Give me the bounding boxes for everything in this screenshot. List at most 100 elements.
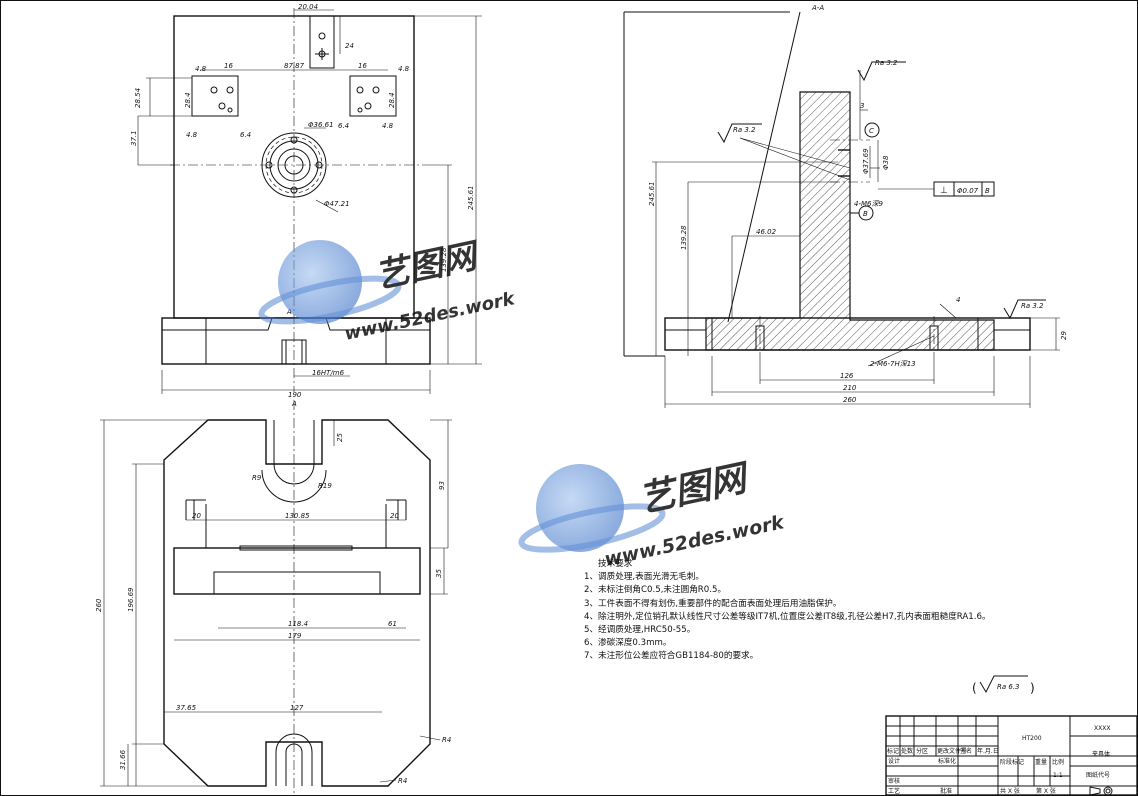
ra-left: Ra 3.2 [733, 126, 756, 134]
notes-item: 4、除注明外,定位销孔默认线性尺寸公差等级IT7机,位置度公差IT8级,孔径公差… [584, 611, 991, 622]
dim-h-mid: 35 [435, 569, 443, 578]
section-label: A-A [811, 4, 824, 12]
dim-radius-b: R4 [398, 777, 407, 785]
section-mark-front: A [286, 308, 292, 316]
dim-right-hole: 6.4 [338, 122, 349, 130]
dim-mid-height: 139.28 [440, 247, 448, 272]
dim-left-offset: 4.8 [195, 65, 207, 73]
dim-w-base: 179 [288, 632, 302, 640]
tb-std: 标准化 [938, 757, 956, 765]
dim-right-low: 4.8 [382, 122, 394, 130]
ra-right: Ra 3.2 [1021, 302, 1044, 310]
tb-name: 夹具体 [1092, 750, 1110, 758]
plan-view: A 25 R9 R19 93 20 130.85 20 35 260 196.6… [95, 400, 452, 796]
tb-zone: 分区 [916, 747, 928, 755]
watermark-brand: 艺图网 [372, 235, 485, 296]
label-3: 3 [860, 102, 864, 110]
dim-d1: Φ37.69 [862, 148, 870, 174]
globe-logo-icon [518, 464, 666, 553]
dim-left-square: 16 [224, 62, 233, 70]
dim-r2: R19 [318, 482, 332, 490]
dim-outer-diameter: Φ47.21 [324, 200, 350, 208]
dim-left-hole: 6.4 [240, 131, 251, 139]
ra-top: Ra 3.2 [875, 59, 898, 67]
tb-weight: 重量 [1035, 758, 1047, 766]
technical-requirements: 技术要求 1、调质处理,表面光滑无毛刺。 2、未标注倒角C0.5,未注圆角R0.5… [584, 558, 991, 664]
dim-right-square: 16 [358, 62, 367, 70]
dim-w-in1: 20 [192, 512, 201, 520]
section-mark-plan: A [291, 400, 297, 408]
tb-sign: 签名 [960, 747, 972, 755]
dim-offset: 46.02 [756, 228, 777, 236]
tb-sheet-no: 第 X 张 [1036, 787, 1056, 795]
gdt-value: Φ0.07 [957, 187, 979, 195]
dim-left-depth: 28.54 [134, 88, 142, 108]
dim-top-height: 24 [345, 42, 354, 50]
dim-radius-a: R4 [442, 736, 451, 744]
watermark-top: 艺图网 www.52des.work [258, 235, 517, 345]
dim-w-low2: 61 [388, 620, 397, 628]
dim-h-bot: 31.66 [119, 749, 127, 770]
notes-item: 2、未标注倒角C0.5,未注圆角R0.5。 [584, 585, 727, 596]
projection-symbol-icon [1089, 786, 1113, 796]
dim-right-offset: 4.8 [398, 65, 410, 73]
dim-slot-height: 25 [336, 433, 344, 442]
tb-change-doc: 更改文件号 [937, 747, 967, 755]
dim-fit: 16HT/m6 [312, 369, 345, 377]
dim-r1: R9 [252, 474, 262, 482]
dim-left-low: 4.8 [186, 131, 198, 139]
tb-drawing-no-label: 图纸代号 [1086, 771, 1110, 779]
tb-count: 处数 [901, 747, 913, 755]
tb-design: 设计 [888, 757, 900, 765]
gdt-ref: B [985, 187, 990, 195]
dim-total-height: 245.61 [467, 186, 475, 211]
plan-outline [163, 419, 431, 787]
datum-b: B [863, 210, 868, 218]
bolt-spec: 2-M6-7H深13 [870, 360, 916, 368]
dim-w-in2: 20 [390, 512, 399, 520]
dim-bore-diameter: Φ36.61 [308, 121, 334, 129]
watermark-bottom: 艺图网 www.52des.work [518, 457, 787, 571]
notes-item: 7、未注形位公差应符合GB1184-80的要求。 [584, 651, 759, 662]
notes-item: 5、经调质处理,HRC50-55。 [584, 625, 696, 636]
globe-logo-icon [258, 240, 402, 325]
title-block: HT200 XXXX 夹具体 1:1 图纸代号 标记 处数 分区 更改文件号 签… [885, 715, 1138, 796]
dim-h2: 196.69 [127, 587, 135, 612]
dim-base-height: 29 [1060, 331, 1068, 340]
tb-scale: 1:1 [1053, 772, 1063, 779]
tb-sheets-total: 共 X 张 [1000, 787, 1020, 795]
tb-craft: 工艺 [888, 787, 900, 795]
label-4: 4 [956, 296, 960, 304]
tb-review: 审核 [888, 777, 900, 785]
notes-item: 1、调质处理,表面光滑无毛刺。 [584, 572, 704, 583]
dim-side-mid-height: 139.28 [680, 225, 688, 250]
notes-item: 6、渗碳深度0.3mm。 [584, 638, 672, 649]
dim-d2: Φ38 [882, 155, 890, 170]
dim-span: 87.87 [284, 62, 305, 70]
dim-width: 190 [288, 391, 302, 399]
notes-title: 技术要求 [598, 559, 633, 569]
tb-ratio: 比例 [1052, 758, 1064, 766]
tb-date: 年.月.日 [977, 747, 999, 755]
dim-side-total-height: 245.61 [648, 182, 656, 207]
dim-vertical-left: 37.1 [130, 130, 138, 146]
notes-list: 1、调质处理,表面光滑无毛刺。2、未标注倒角C0.5,未注圆角R0.5。3、工件… [584, 571, 991, 663]
dim-top-width: 20.04 [298, 3, 318, 11]
overall-roughness: ( Ra 6.3 ) [972, 675, 1035, 695]
dim-w-low: 118.4 [288, 620, 308, 628]
dim-w1: 126 [840, 372, 854, 380]
svg-text:): ) [1030, 681, 1035, 695]
datum-c: C [869, 127, 874, 135]
tb-stage-mark: 阶段标记 [1000, 758, 1024, 766]
tb-code: XXXX [1094, 725, 1110, 732]
thread-spec: 4-M6深9 [854, 200, 883, 208]
svg-text:(: ( [972, 681, 977, 695]
dim-w-mid: 130.85 [285, 512, 310, 520]
tb-material: HT200 [1022, 735, 1042, 742]
watermark-brand: 艺图网 [635, 457, 754, 521]
dim-w3: 260 [843, 396, 857, 404]
side-section-view: A-A Ra 3.2 3 Ra 3.2 C Φ37.69 Φ38 245.61 … [623, 4, 1068, 408]
tb-mark: 标记 [887, 747, 899, 755]
